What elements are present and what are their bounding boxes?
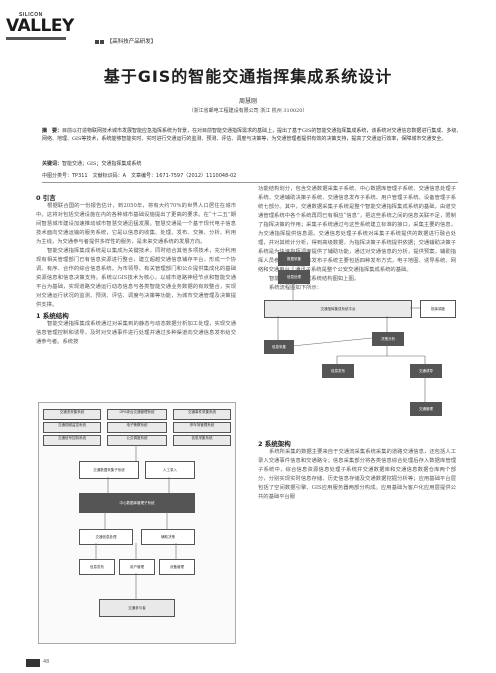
journal-logo: SILICON VALLEY: [6, 12, 96, 44]
keywords-label: 关键词：: [42, 161, 63, 167]
section-heading: 1 系统结构: [36, 312, 69, 320]
keywords-text: 智能交通；GIS；交通指挥集成系统: [62, 161, 142, 167]
fig1-connectors: [95, 445, 177, 599]
right-column-lower: 2 系统架构 系统所采集的数据主要来自于交通流采集系统采集的道路交通信息，还包括…: [258, 438, 456, 502]
affiliation: （浙江省邮电工程建设有限公司 浙江 杭州 310020）: [188, 108, 308, 114]
divider: [42, 182, 458, 183]
square-icon: [100, 39, 104, 44]
abstract: 摘 要：目前以打造物联网技术城市发展智能应急指挥系统为背景，在对目前智能交通指挥…: [42, 127, 462, 144]
abstract-text: 目前以打造物联网技术城市发展智能应急指挥系统为背景，在对目前智能交通指挥需求的基…: [42, 128, 462, 143]
fig1-box: 设备管理: [159, 559, 195, 575]
section-heading: 0 引言: [36, 194, 56, 202]
fig1-box: 交通数据采集子系统: [79, 461, 139, 479]
article-title: 基于GIS的智能交通指挥集成系统设计: [103, 67, 393, 86]
fig1-box: GPS综合交通管理系统: [107, 409, 167, 420]
fig2-box: 决策分析: [372, 332, 404, 346]
system-flow-figure: 数据采集 信息处理 交通指挥集成系统平台 指挥调度 信息采集 决策分析 信息发布…: [260, 252, 458, 434]
paragraph: 智能交通指挥集成系统结构图如上图。: [269, 276, 360, 282]
logo-big-text: VALLEY: [6, 16, 74, 36]
system-structure-figure: 交通流采集系统 GPS综合交通管理系统 交通事件采集系统 交通视频监控系统 电子…: [38, 402, 236, 644]
fig1-box: 交通流采集系统: [43, 409, 101, 420]
fig1-box: 停车场管理系统: [173, 422, 231, 433]
page-number: 48: [43, 659, 50, 665]
left-column: 0 引言 根据联合国的一份报告估计，到2050年，将有大约70%的世界人口居住在…: [36, 192, 236, 347]
section-tag: 【高科技产品研发】: [95, 37, 156, 45]
fig2-box: 信息采集: [264, 340, 294, 354]
square-icon: [95, 39, 99, 44]
fig2-connectors: [277, 264, 426, 402]
fig1-box: 辅助决策: [141, 529, 195, 545]
fig2-box: 数据采集: [278, 252, 310, 266]
fig2-box: 信息处理: [278, 270, 310, 284]
logo-bar: [6, 37, 66, 40]
fig1-box: 用户管理: [119, 559, 155, 575]
fig2-box: 交通指挥集成系统平台: [264, 300, 412, 318]
section-heading: 2 系统架构: [258, 440, 291, 448]
fig1-box: 交通信息处理: [79, 529, 133, 545]
author: 周慧刚: [238, 98, 257, 105]
fig1-box: 电子警察系统: [107, 422, 167, 433]
paragraph: 功能结构划分，包含交通数据采集子系统、中心数据库管理子系统、交通信息处理子系统、…: [258, 186, 456, 273]
fig1-box: 交通事件采集系统: [173, 409, 231, 420]
paragraph: 智能交通指挥集成系统通过对采集到的静态与动态数据分析加工处理，实现交通信息管理控…: [36, 321, 236, 345]
paragraph: 系统流程图如下所示：: [269, 285, 322, 291]
paragraph: 根据联合国的一份报告估计，到2050年，将有大约70%的世界人口居住在城市中。这…: [36, 203, 236, 245]
fig1-box: 公交调度系统: [107, 435, 167, 446]
classification: 中图分类号：TP311 文献标识码：A 文章编号：1671-7597（2012）…: [42, 173, 237, 179]
fig1-box: 信息采集系统: [173, 435, 231, 446]
paragraph: 智能交通指挥集成系统是以集成为关键技术，同时结合其他多项技术，充分利用现有相关管…: [36, 248, 236, 308]
page-number-block: [26, 659, 40, 667]
fig2-box: 信息发布: [322, 364, 354, 378]
abstract-label: 摘 要：: [42, 128, 63, 134]
logo-small-text: SILICON: [19, 12, 43, 18]
right-column: 功能结构划分，包含交通数据采集子系统、中心数据库管理子系统、交通信息处理子系统、…: [258, 185, 456, 293]
fig1-box: 信息发布: [79, 559, 115, 575]
fig2-box: 交通诱导: [410, 364, 442, 378]
section-tag-label: 【高科技产品研发】: [106, 39, 157, 45]
fig1-box: 交通参与者: [99, 599, 175, 617]
fig2-box: 交通管理: [410, 402, 442, 416]
fig1-box: 人工录入: [145, 461, 195, 479]
paragraph: 系统所采集的数据主要来自于交通流采集系统采集的道路交通信息，还包括人工录入交通事…: [258, 449, 456, 500]
fig1-box: 中心数据库管理子系统: [79, 493, 195, 513]
fig1-box: 交通视频监控系统: [43, 422, 101, 433]
fig1-box: 交通信号控制系统: [43, 435, 101, 446]
fig2-box: 指挥调度: [420, 300, 456, 318]
keywords: 关键词：智能交通；GIS；交通指挥集成系统: [42, 160, 462, 167]
